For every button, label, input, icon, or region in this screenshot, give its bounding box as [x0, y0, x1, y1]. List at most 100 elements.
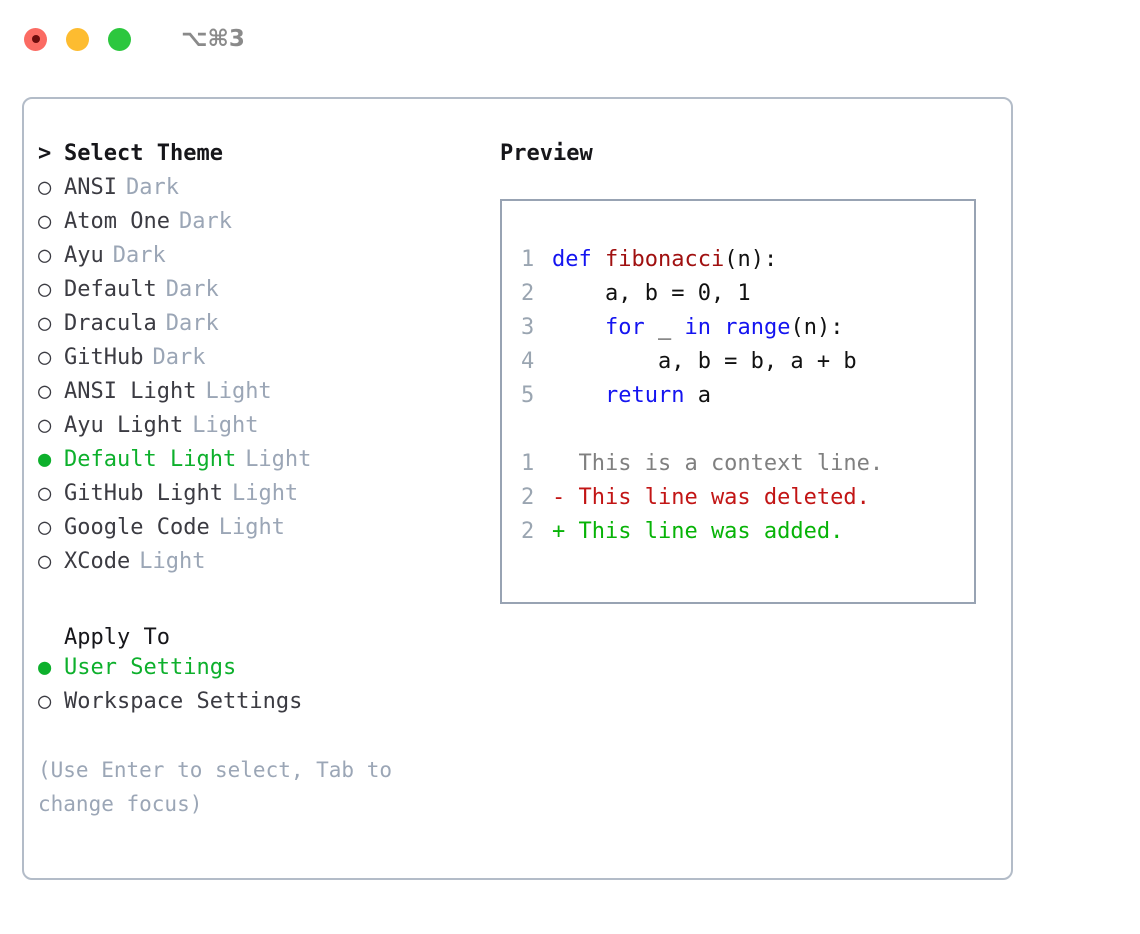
code-text: a, b = b, a + b — [552, 349, 857, 374]
theme-variant-tag: Dark — [125, 175, 179, 200]
theme-list-item[interactable]: ○ Atom One Dark — [38, 209, 488, 243]
token-pl: a — [684, 383, 711, 408]
diff-preview: 1 This is a context line.2- This line wa… — [502, 451, 974, 553]
theme-variant-tag: Light — [218, 515, 285, 540]
token-pl: _ — [644, 315, 685, 340]
radio-unselected-icon: ○ — [38, 311, 52, 336]
preview-box: 1 def fibonacci(n): 2 a, b = 0, 1 3 for _ i… — [500, 199, 976, 604]
token-kw: in — [684, 315, 711, 340]
token-pl — [552, 383, 605, 408]
token-pl: a, b = 0, 1 — [552, 281, 751, 306]
theme-list-item[interactable]: ○ GitHub Light Light — [38, 481, 488, 515]
theme-name: Google Code — [64, 515, 210, 540]
minimize-button[interactable] — [66, 27, 89, 51]
apply-to-label: Apply To — [64, 625, 170, 650]
theme-list-item[interactable]: ○ GitHub Dark — [38, 345, 488, 379]
keyboard-shortcut-label: ⌥⌘3 — [181, 26, 245, 52]
apply-to-option-label: User Settings — [64, 655, 237, 680]
theme-list-item[interactable]: ○ Google Code Light — [38, 515, 488, 549]
radio-unselected-icon: ○ — [38, 413, 52, 438]
radio-unselected-icon: ○ — [38, 243, 52, 268]
line-number: 3 — [521, 315, 535, 340]
line-number: 2 — [521, 519, 535, 544]
theme-list-item[interactable]: ○ Dracula Dark — [38, 311, 488, 345]
token-pl: a, b = b, a + b — [552, 349, 857, 374]
theme-variant-tag: Light — [192, 413, 259, 438]
token-kw: range — [724, 315, 791, 340]
theme-variant-tag: Dark — [165, 277, 219, 302]
theme-name: Default — [64, 277, 157, 302]
theme-name: GitHub — [64, 345, 144, 370]
theme-variant-tag: Light — [231, 481, 299, 506]
apply-to-option[interactable]: ○Workspace Settings — [38, 689, 488, 723]
line-number: 5 — [521, 383, 535, 408]
code-text: a, b = 0, 1 — [552, 281, 751, 306]
line-number: 2 — [521, 485, 535, 510]
token-kw: return — [604, 383, 685, 408]
radio-selected-icon: ● — [38, 447, 52, 472]
prompt-caret-icon: > — [38, 141, 52, 166]
code-text: This is a context line. — [552, 451, 883, 476]
radio-unselected-icon: ○ — [38, 549, 52, 574]
code-line: 1 def fibonacci(n): — [502, 247, 974, 281]
theme-name: Atom One — [64, 209, 170, 234]
radio-unselected-icon: ○ — [38, 379, 52, 404]
radio-unselected-icon: ○ — [38, 175, 52, 200]
theme-name: Default Light — [64, 447, 237, 472]
window-controls — [24, 27, 131, 51]
code-preview: 1 def fibonacci(n): 2 a, b = 0, 1 3 for _ i… — [502, 247, 974, 417]
apply-to-list: ● User Settings ○Workspace Settings — [38, 655, 488, 723]
line-number: 1 — [521, 247, 535, 272]
code-text: def fibonacci(n): — [552, 247, 777, 272]
theme-list-header: > Select Theme — [38, 141, 488, 175]
theme-name: XCode — [64, 549, 131, 574]
spacer — [502, 417, 974, 451]
theme-name: Ayu — [64, 243, 104, 268]
theme-variant-tag: Light — [205, 379, 272, 404]
theme-list-item[interactable]: ○ XCode Light — [38, 549, 488, 583]
theme-variant-tag: Dark — [178, 209, 232, 234]
theme-variant-tag: Dark — [152, 345, 206, 370]
theme-name: GitHub Light — [64, 481, 223, 506]
theme-list-item[interactable]: ○ ANSI Dark — [38, 175, 488, 209]
theme-list-item[interactable]: ○ ANSI Light Light — [38, 379, 488, 413]
close-button[interactable] — [24, 27, 47, 51]
radio-unselected-icon: ○ — [38, 689, 52, 714]
code-line: 4 a, b = b, a + b — [502, 349, 974, 383]
radio-unselected-icon: ○ — [38, 515, 52, 540]
theme-name: Dracula — [64, 311, 157, 336]
theme-variant-tag: Dark — [165, 311, 219, 336]
token-kw: for — [604, 315, 645, 340]
radio-selected-icon: ● — [38, 655, 52, 680]
radio-unselected-icon: ○ — [38, 209, 52, 234]
diff-line: 2 + This line was added. — [502, 519, 974, 553]
token-ctx: This is a context line. — [552, 451, 884, 476]
spacer — [38, 583, 488, 621]
code-line: 3 for _ in range(n): — [502, 315, 974, 349]
token-kw: def — [552, 247, 605, 272]
maximize-button[interactable] — [108, 27, 131, 51]
code-text: + This line was added. — [552, 519, 843, 544]
theme-name: ANSI — [64, 175, 117, 200]
apply-to-option[interactable]: ● User Settings — [38, 655, 488, 689]
token-pl — [552, 315, 605, 340]
theme-name: ANSI Light — [64, 379, 197, 404]
line-number: 4 — [521, 349, 535, 374]
radio-unselected-icon: ○ — [38, 481, 52, 506]
theme-variant-tag: Light — [139, 549, 206, 574]
line-number: 2 — [521, 281, 535, 306]
token-fn: fibonacci — [604, 247, 725, 272]
code-text: for _ in range(n): — [552, 315, 843, 340]
theme-variant-tag: Dark — [112, 243, 166, 268]
diff-line: 1 This is a context line. — [502, 451, 974, 485]
theme-list-item[interactable]: ○ Ayu Dark — [38, 243, 488, 277]
radio-unselected-icon: ○ — [38, 345, 52, 370]
